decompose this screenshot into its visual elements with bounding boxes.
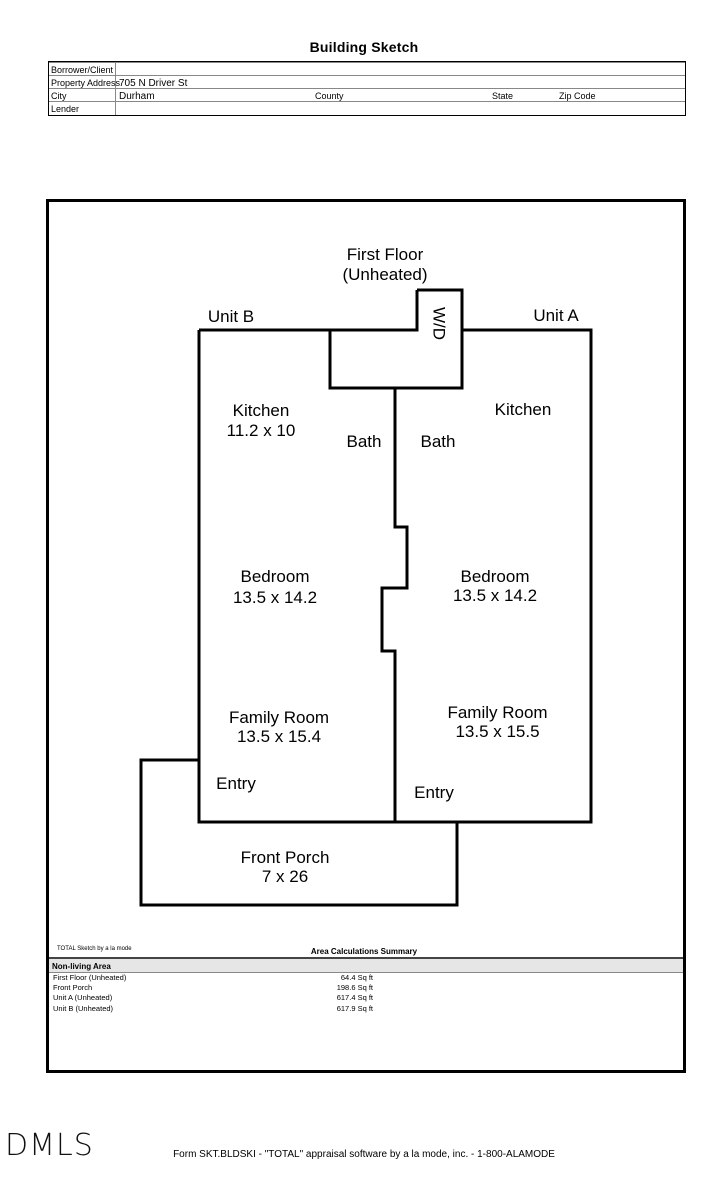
front-porch-outline <box>139 758 459 907</box>
first-floor-title: First Floor <box>346 245 424 264</box>
area-row-name: Unit B (Unheated) <box>53 1004 114 1013</box>
room-label: Bath <box>420 432 456 451</box>
room-label: Entry <box>216 774 256 793</box>
area-row-value: 617.4 Sq ft <box>336 993 373 1002</box>
state-label: State <box>492 91 514 101</box>
area-row: Unit B (Unheated) 617.9 Sq ft <box>53 1004 373 1014</box>
room-dimensions: 11.2 x 10 <box>226 421 296 440</box>
dmls-watermark-logo: DMLS <box>5 1128 94 1163</box>
room-label: Front Porch <box>240 848 330 867</box>
header-table: Borrower/Client Property Address 705 N D… <box>48 61 686 116</box>
room-dimensions: 7 x 26 <box>261 867 309 886</box>
sketch-frame <box>46 199 686 1073</box>
software-note: TOTAL Sketch by a la mode <box>57 946 132 952</box>
room-label: Bedroom <box>460 567 530 586</box>
area-section-label: Non-living Area <box>52 962 111 971</box>
borrower-label: Borrower/Client <box>51 65 114 75</box>
wd-label: W/D <box>429 306 449 341</box>
room-label: Family Room <box>228 708 330 727</box>
first-floor-subtitle: (Unheated) <box>342 265 428 284</box>
address-value: 705 N Driver St <box>119 78 188 89</box>
area-row-name: Unit A (Unheated) <box>53 993 113 1002</box>
room-label: Kitchen <box>494 400 552 419</box>
room-dimensions: 13.5 x 15.5 <box>455 722 540 741</box>
room-dimensions: 13.5 x 14.2 <box>452 586 538 605</box>
unit-b-outline <box>197 328 395 824</box>
document-title: Building Sketch <box>309 39 419 55</box>
county-label: County <box>315 91 344 101</box>
area-row-name: First Floor (Unheated) <box>53 973 127 982</box>
zip-label: Zip Code <box>559 91 596 101</box>
city-value: Durham <box>119 91 155 102</box>
area-summary-title: Area Calculations Summary <box>310 947 418 956</box>
area-row-value: 617.9 Sq ft <box>336 1004 373 1013</box>
city-label: City <box>51 91 67 101</box>
area-row-value: 198.6 Sq ft <box>336 983 373 992</box>
area-row: Unit A (Unheated) 617.4 Sq ft <box>53 993 373 1003</box>
unit-a-outline <box>395 328 593 824</box>
header-row-city: City Durham County State Zip Code <box>49 88 685 102</box>
form-footer: Form SKT.BLDSKI - "TOTAL" appraisal soft… <box>173 1149 555 1160</box>
area-row-value: 64.4 Sq ft <box>340 973 373 982</box>
area-row: First Floor (Unheated) 64.4 Sq ft <box>53 973 373 983</box>
area-row-name: Front Porch <box>53 983 93 992</box>
room-label: Bath <box>346 432 382 451</box>
room-label: Kitchen <box>232 401 290 420</box>
header-row-borrower: Borrower/Client <box>49 62 685 76</box>
header-row-lender: Lender <box>49 101 685 115</box>
room-dimensions: 13.5 x 15.4 <box>236 727 322 746</box>
room-label: Bedroom <box>240 567 310 586</box>
room-dimensions: 13.5 x 14.2 <box>232 588 318 607</box>
lender-label: Lender <box>51 104 80 114</box>
area-section-band: Non-living Area <box>49 957 683 973</box>
room-label: Entry <box>414 783 454 802</box>
address-label: Property Address <box>51 78 121 88</box>
room-label: Family Room <box>447 703 548 722</box>
area-row: Front Porch 198.6 Sq ft <box>53 983 373 993</box>
party-wall <box>380 388 409 822</box>
header-row-address: Property Address 705 N Driver St <box>49 75 685 89</box>
unit-a-label: Unit A <box>533 306 579 325</box>
unit-b-label: Unit B <box>207 307 255 326</box>
